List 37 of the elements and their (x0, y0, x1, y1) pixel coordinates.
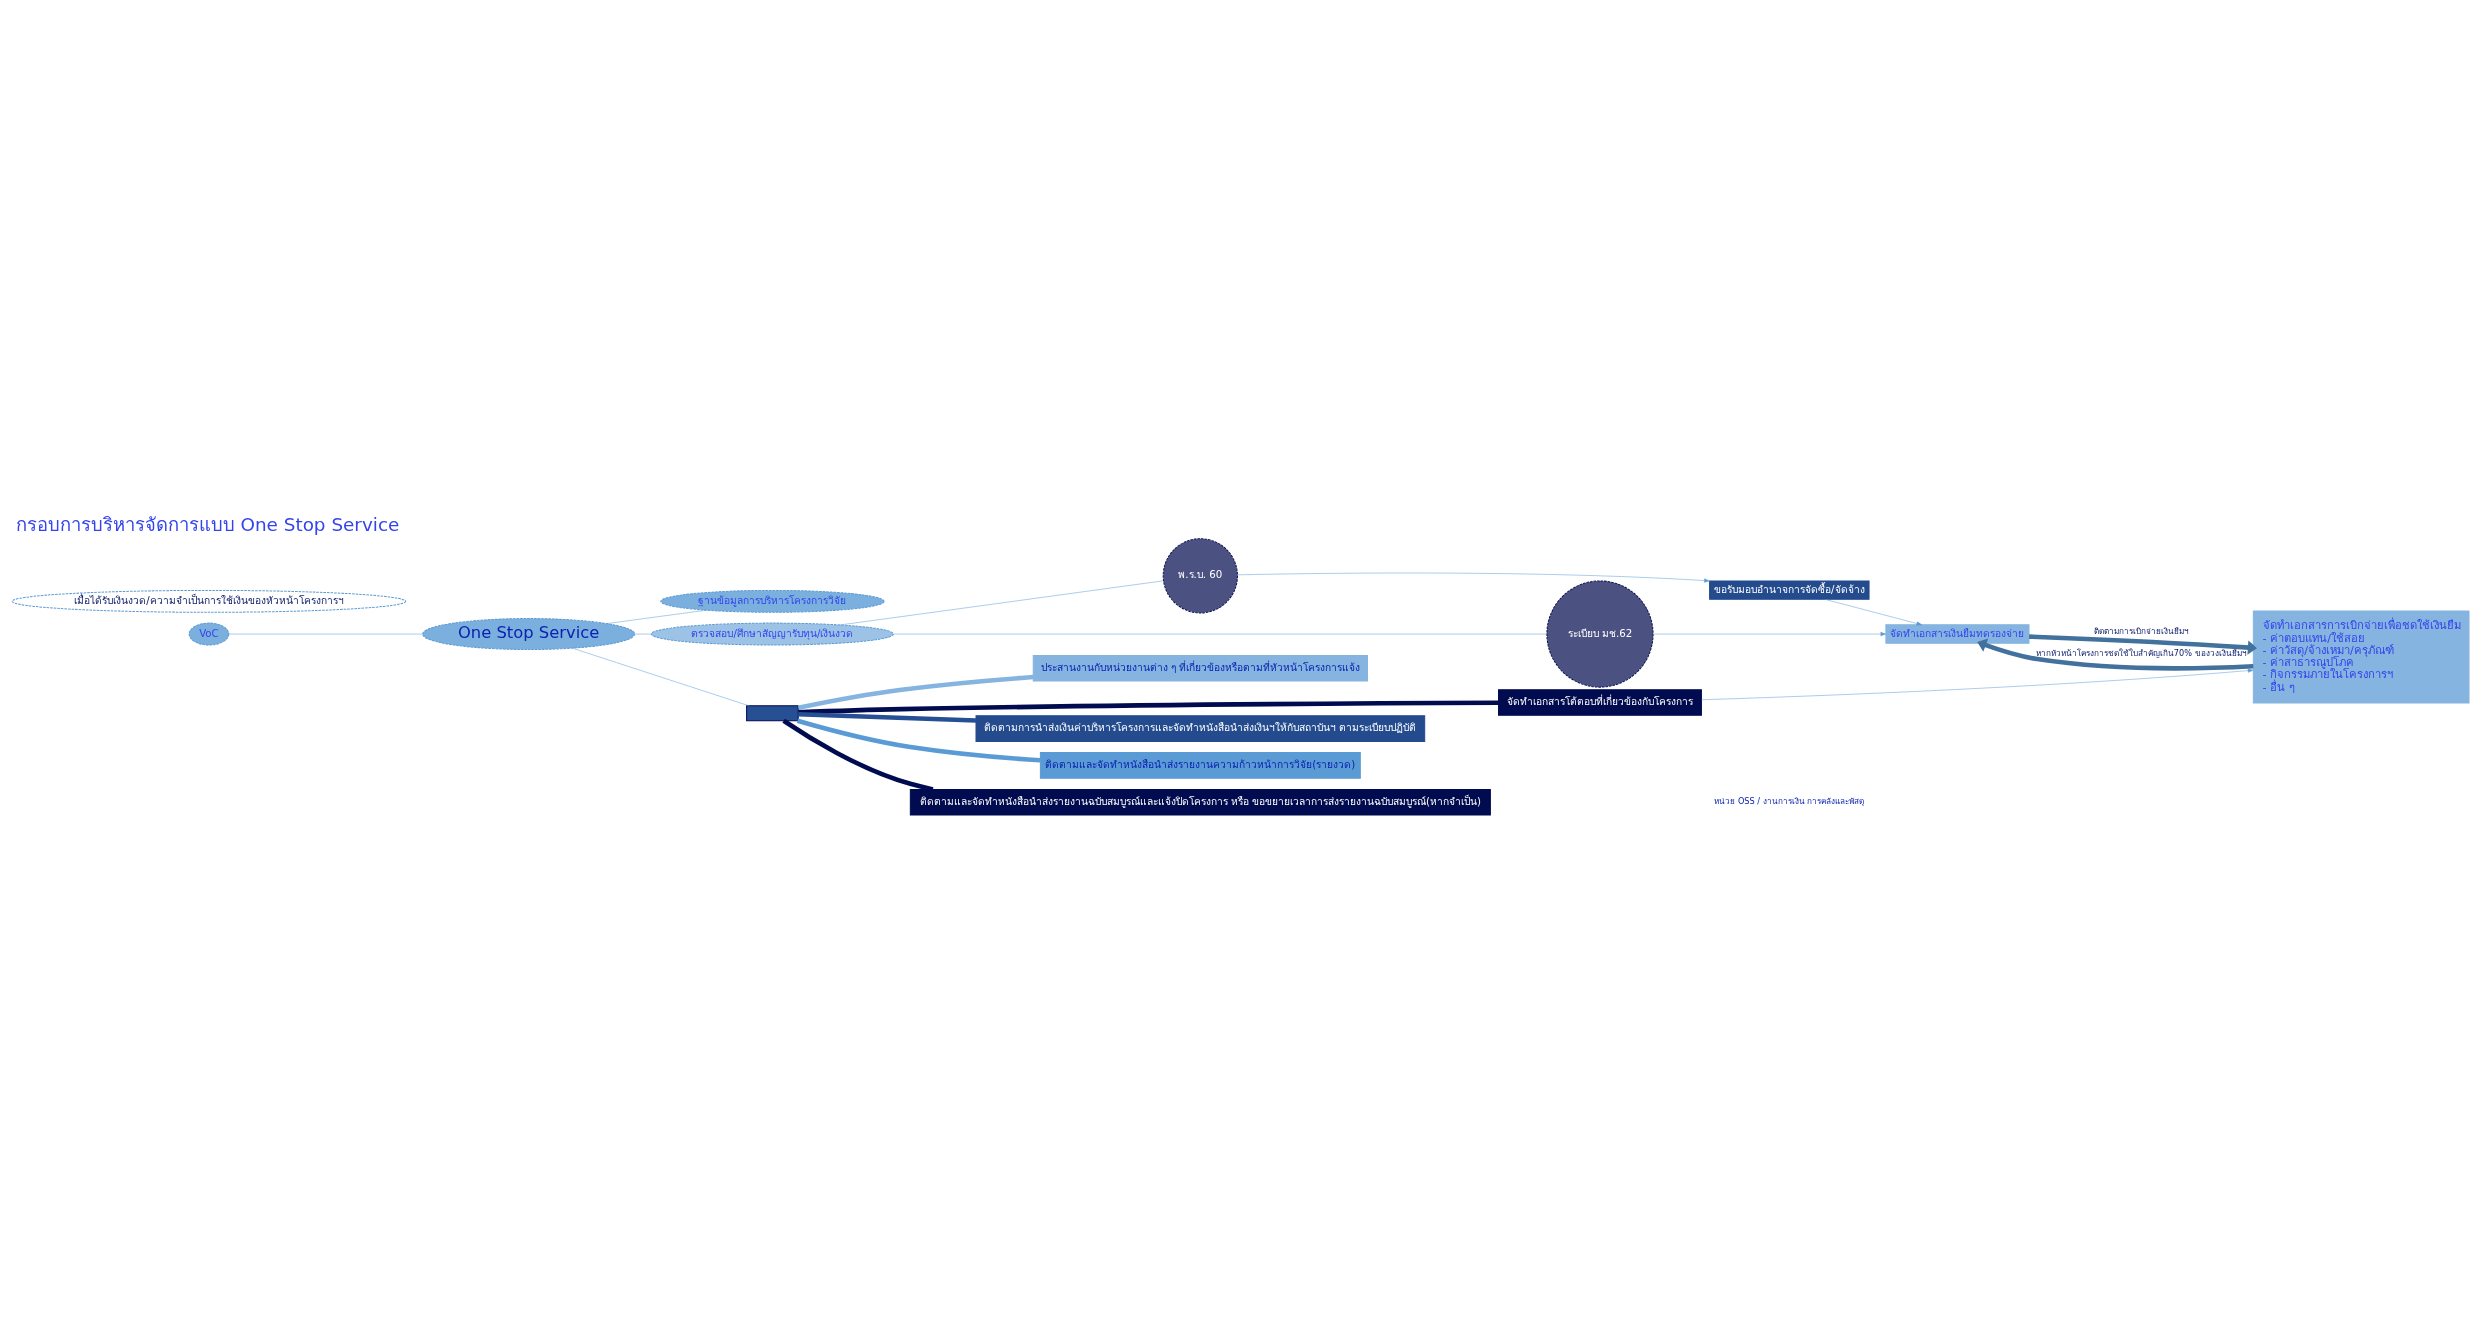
node-box: จัดทำเอกสารเงินยืมทดรองจ่าย (1885, 624, 2030, 644)
connector (798, 700, 1499, 715)
node-circle: ระเบียบ มช.62 (1546, 580, 1654, 688)
node-box: ติดตามและจัดทำหนังสือนำส่งรายงานฉบับสมบูรณ์และแจ้งปิดโครงการ หรือ ขอขยายเวลาการส่งรายงานฉบับสมบูรณ์(หากจำเป็น) (909, 788, 1491, 816)
node-box: ติดตามการนำส่งเงินค่าบริหารโครงการและจัดทำหนังสือนำส่งเงินฯให้กับสถาบันฯ ตามระเบียบปฏิบัติ (975, 715, 1426, 742)
node-box: จัดทำเอกสารโต้ตอบที่เกี่ยวข้องกับโครงการ (1498, 689, 1702, 716)
connector (228, 633, 423, 635)
node-box: ประสานงานกับหน่วยงานต่าง ๆ ที่เกี่ยวข้องหรือตามที่หัวหน้าโครงการแจ้ง (1032, 655, 1368, 682)
arrow (2029, 634, 2257, 655)
node-circle: พ.ร.บ. 60 (1162, 538, 1238, 614)
arrow (1237, 572, 1710, 583)
edge-label: ติดตามการเบิกจ่ายเงินยืมฯ (2093, 625, 2189, 636)
connector (634, 633, 652, 635)
connector (893, 633, 1548, 635)
edge-label: หากหัวหน้าโครงการชดใช้ใบสำคัญเกิน70% ของวงเงินยืมฯ (2035, 648, 2247, 659)
node-ellipse: VoC (188, 622, 230, 646)
arrow (1653, 632, 1887, 637)
node-bar (746, 705, 799, 722)
node-ellipse: เมื่อได้รับเงินงวด/ความจำเป็นการใช้เงินของหัวหน้าโครงการฯ (11, 589, 407, 613)
diagram-title: กรอบการบริหารจัดการแบบ One Stop Service (15, 513, 400, 535)
node-box: ติดตามและจัดทำหนังสือนำส่งรายงานความก้าวหน้าการวิจัย(รายงวด) (1039, 752, 1361, 779)
label: หน่วย OSS / งานการเงิน การคลังและพัสดุ (1714, 796, 1865, 807)
arrow (1824, 599, 1923, 626)
node-ellipse: One Stop Service (422, 618, 636, 651)
connector (796, 718, 1041, 763)
node-box: จัดทำเอกสารการเบิกจ่ายเพื่อชดใช้เงินยืม - ค่าตอบแทน/ใช้สอย - ค่าวัสดุ/จ้างเหมา/ครุภัณฑ์ - ค่าสาธารณูปโภค - กิจกรรมภายในโครงการฯ - อื่น ๆ (2252, 610, 2470, 704)
node-ellipse: ฐานข้อมูลการบริหารโครงการวิจัย (660, 589, 885, 613)
connector (782, 718, 934, 792)
arrow (1701, 668, 2254, 700)
connector (798, 674, 1034, 710)
connector (606, 609, 707, 624)
node-box: ขอรับมอบอำนาจการจัดซื้อ/จัดจ้าง (1709, 580, 1870, 600)
connector (798, 711, 977, 723)
node-ellipse: ตรวจสอบ/ศึกษาสัญญารับทุน/เงินงวด (650, 622, 894, 646)
arrow (1977, 638, 2254, 671)
connector (839, 580, 1164, 626)
connector (572, 647, 750, 707)
